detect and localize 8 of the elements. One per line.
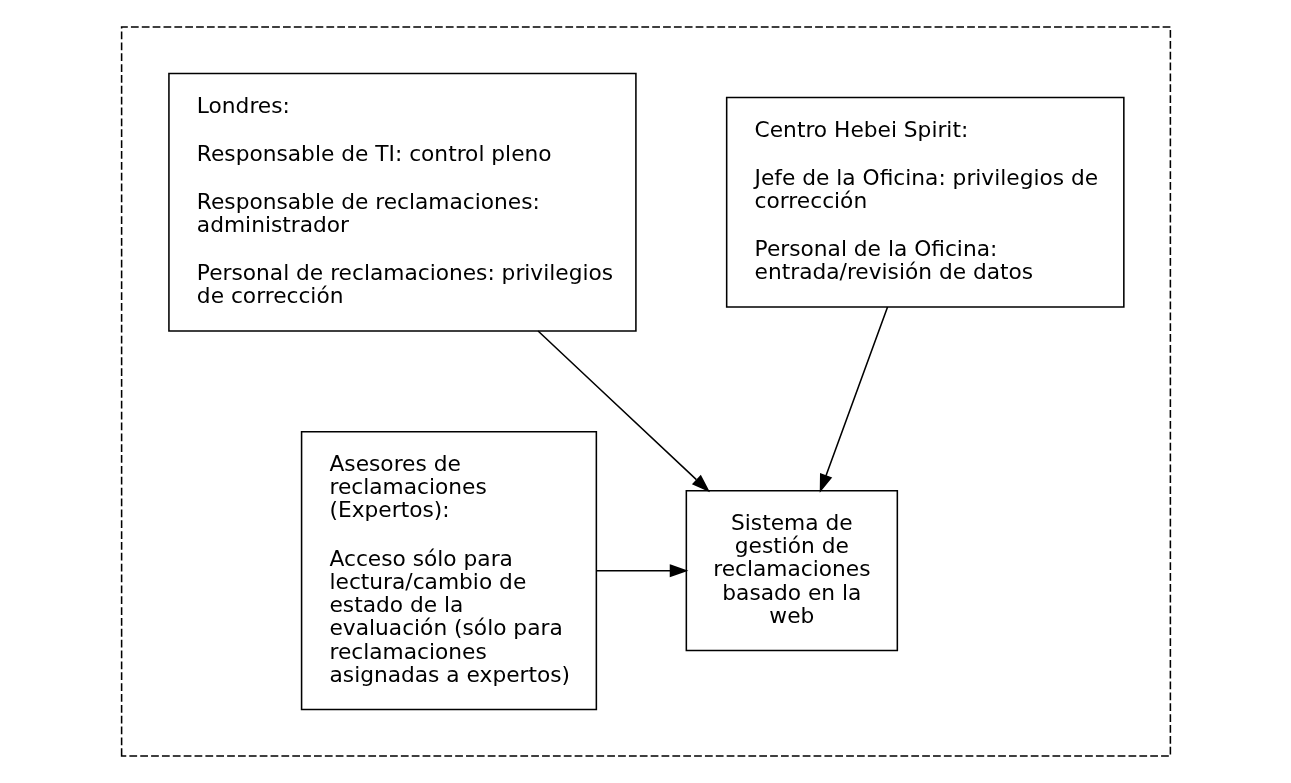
cluster [120,26,1171,757]
arrow [595,564,688,578]
node-box: Londres: Responsable de TI: control pleno Responsable de reclamaciones: administrador Personal de reclamaciones: privilegios de corrección [167,72,637,332]
arrow [819,306,888,493]
arrow [536,330,710,493]
node-box: Asesores de reclamaciones (Expertos): Acceso sólo para lectura/cambio de estado de la evaluación (sólo para reclamaciones asignadas a expertos) [300,431,597,711]
node-box: Centro Hebei Spirit: Jefe de la Oficina: privilegios de corrección Personal de la Oficina: entrada/revisión de datos [725,96,1125,308]
node-box: Sistema de gestión de reclamaciones basado en la web [685,490,898,652]
